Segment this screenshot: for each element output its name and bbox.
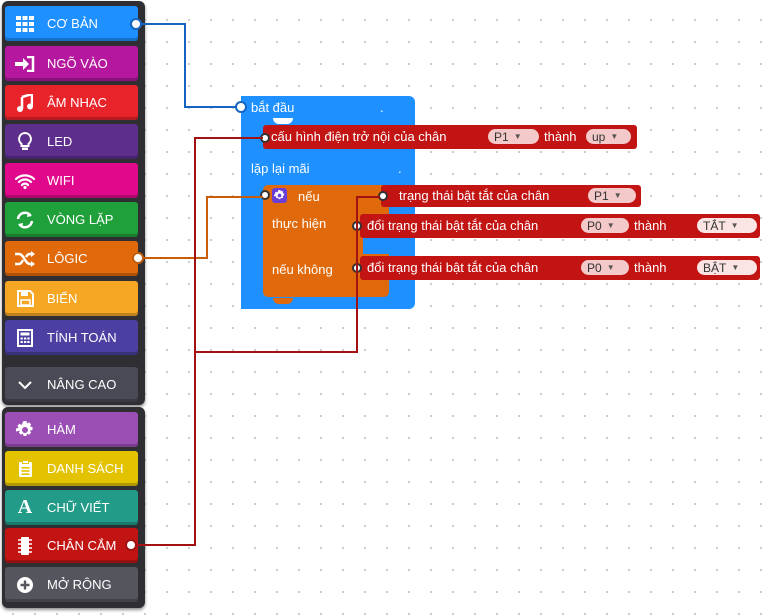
calculator-icon <box>13 328 37 348</box>
else-label: nếu không <box>272 262 333 277</box>
category-label: WIFI <box>47 173 75 188</box>
else-action-block[interactable] <box>360 256 760 280</box>
else-action-then: thành <box>634 260 667 275</box>
input-arrow-icon <box>13 54 37 74</box>
forever-label: lặp lại mãi <box>251 161 310 176</box>
dropdown-value: TẮT <box>703 218 726 233</box>
then-pin-dropdown[interactable]: P0 ▼ <box>581 218 629 233</box>
block-notch <box>273 298 293 304</box>
else-pin-dropdown[interactable]: P0 ▼ <box>581 260 629 275</box>
category-wifi[interactable]: WIFI <box>5 163 138 198</box>
category-basic[interactable]: CƠ BẢN <box>5 6 138 41</box>
condition-text: trạng thái bật tắt của chân <box>399 188 550 203</box>
save-icon <box>13 289 37 309</box>
dropdown-value: P0 <box>587 218 602 233</box>
pull-then-label: thành <box>544 129 577 144</box>
dropdown-arrow-icon: ▼ <box>730 221 739 230</box>
category-functions[interactable]: HÀM <box>5 412 138 447</box>
condition-pin-dropdown[interactable]: P1 ▼ <box>588 188 636 203</box>
loop-icon <box>13 210 37 230</box>
dropdown-value: P0 <box>587 260 602 275</box>
pull-pin-dropdown[interactable]: P1 ▼ <box>488 129 539 144</box>
dropdown-value: up <box>592 129 606 144</box>
category-label: HÀM <box>47 422 76 437</box>
text-a-icon: A <box>17 496 33 518</box>
then-state-dropdown[interactable]: TẮT ▼ <box>697 218 757 233</box>
chevron-down-icon <box>13 375 37 395</box>
pull-block[interactable] <box>263 125 637 149</box>
do-label: thực hiện <box>272 216 327 231</box>
dropdown-arrow-icon: ▼ <box>610 132 619 141</box>
wire-pins-1 <box>131 137 263 546</box>
then-action-block[interactable] <box>360 214 760 238</box>
dropdown-arrow-icon: ▼ <box>613 191 622 200</box>
category-label: NGÕ VÀO <box>47 56 108 71</box>
lightbulb-icon <box>13 132 37 152</box>
category-lists[interactable]: DANH SÁCH <box>5 451 138 486</box>
dropdown-value: BẬT <box>703 260 727 275</box>
category-label: MỞ RỘNG <box>47 577 112 592</box>
category-pins[interactable]: CHÂN CẮM <box>5 528 138 563</box>
dropdown-value: P1 <box>594 188 609 203</box>
category-label: CHỮ VIẾT <box>47 500 110 515</box>
category-label: NÂNG CAO <box>47 377 117 392</box>
dropdown-arrow-icon: ▼ <box>513 132 522 141</box>
category-label: DANH SÁCH <box>47 461 124 476</box>
category-extensions[interactable]: MỞ RỘNG <box>5 567 138 602</box>
category-advanced[interactable]: NÂNG CAO <box>5 367 138 402</box>
category-text[interactable]: A CHỮ VIẾT <box>5 490 138 525</box>
wifi-icon <box>13 171 37 191</box>
category-music[interactable]: ÂM NHẠC <box>5 85 138 120</box>
then-action-then: thành <box>634 218 667 233</box>
category-label: ÂM NHẠC <box>47 95 107 110</box>
clipboard-icon <box>13 459 37 479</box>
chip-icon <box>13 536 37 556</box>
wire-pins-3 <box>356 196 380 228</box>
dropdown-arrow-icon: ▼ <box>606 263 615 272</box>
category-label: BIẾN <box>47 291 78 306</box>
category-label: TÍNH TOÁN <box>47 330 117 345</box>
pull-text: cấu hình điện trở nội của chân <box>271 129 447 144</box>
start-label: bắt đầu <box>251 100 295 115</box>
start-dot: . <box>380 100 384 115</box>
else-state-dropdown[interactable]: BẬT ▼ <box>697 260 757 275</box>
music-note-icon <box>13 93 37 113</box>
grid-icon <box>13 14 37 34</box>
shuffle-icon <box>13 249 37 269</box>
category-variables[interactable]: BIẾN <box>5 281 138 316</box>
category-label: VÒNG LẶP <box>47 212 114 227</box>
wire-logic <box>138 196 263 259</box>
category-label: LÔGIC <box>47 251 88 266</box>
gear-icon <box>13 420 37 440</box>
dropdown-value: P1 <box>494 129 509 144</box>
pull-mode-dropdown[interactable]: up ▼ <box>586 129 631 144</box>
if-connector <box>260 190 270 200</box>
category-label: CƠ BẢN <box>47 16 98 31</box>
condition-block[interactable] <box>381 185 641 207</box>
category-loops[interactable]: VÒNG LẶP <box>5 202 138 237</box>
category-label: CHÂN CẮM <box>47 538 117 553</box>
then-action-text: đổi trạng thái bật tắt của chân <box>367 218 539 233</box>
if-label: nếu <box>298 189 320 204</box>
category-math[interactable]: TÍNH TOÁN <box>5 320 138 355</box>
forever-dot: . <box>398 161 402 176</box>
wire-pins-2 <box>195 228 358 353</box>
wire-basic <box>136 23 241 108</box>
dropdown-arrow-icon: ▼ <box>606 221 615 230</box>
category-logic[interactable]: LÔGIC <box>5 241 138 276</box>
else-action-text: đổi trạng thái bật tắt của chân <box>367 260 539 275</box>
category-label: LED <box>47 134 73 149</box>
plus-circle-icon <box>13 575 37 595</box>
dropdown-arrow-icon: ▼ <box>731 263 740 272</box>
block-notch <box>273 118 293 124</box>
category-led[interactable]: LED <box>5 124 138 159</box>
gear-icon[interactable] <box>272 188 287 203</box>
category-input[interactable]: NGÕ VÀO <box>5 46 138 81</box>
start-block-spine <box>241 96 263 309</box>
